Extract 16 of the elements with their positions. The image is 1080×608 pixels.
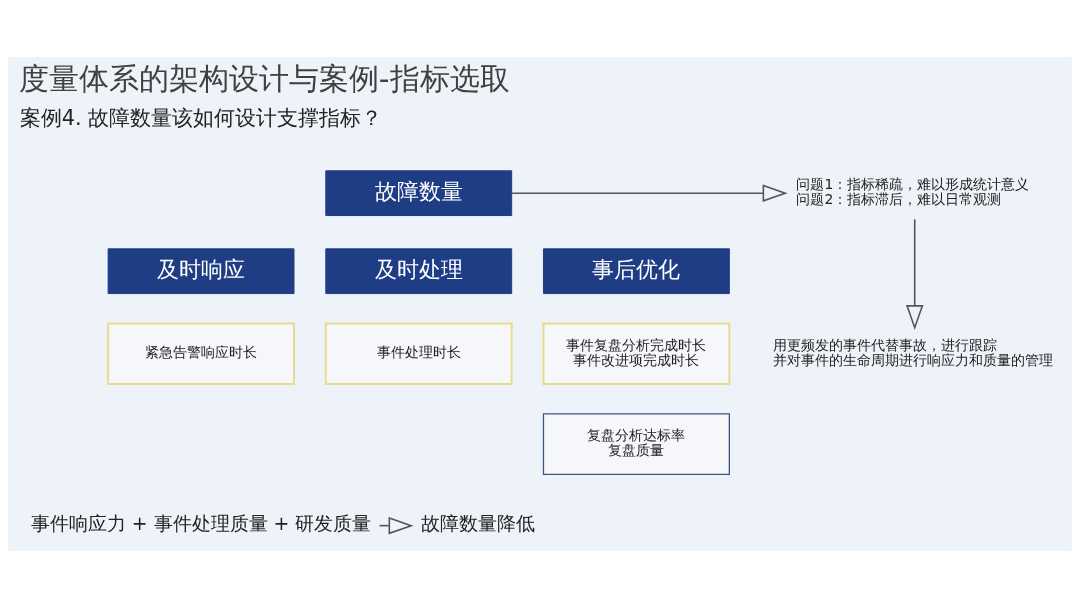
diagram-title: 度量体系的架构设计与案例-指标选取 (18, 60, 510, 96)
node-text: 用更频发的事件代替事故，进行跟踪 并对事件的生命周期进行响应力和质量的管理 (772, 336, 1053, 368)
arrow (905, 218, 924, 331)
arrow (510, 184, 788, 202)
node-box: 事件处理时长 (324, 322, 513, 385)
node-text: 问题1：指标稀疏，难以形成统计意义 问题2：指标滞后，难以日常观测 (796, 176, 1030, 208)
node-box: 及时响应 (107, 248, 295, 295)
node-box: 及时处理 (325, 248, 513, 295)
node-box: 事件复盘分析完成时长 事件改进项完成时长 (542, 322, 731, 385)
node-box: 紧急告警响应时长 (107, 322, 295, 385)
label: 案例4. 故障数量该如何设计支撑指标？ (19, 105, 383, 130)
node-text: 事件响应力 + 事件处理质量 + 研发质量 (30, 512, 372, 535)
node-text: 故障数量降低 (421, 512, 536, 535)
node-box: 复盘分析达标率 复盘质量 (542, 413, 730, 476)
node-box: 事后优化 (543, 248, 730, 295)
node-box: 故障数量 (325, 170, 513, 217)
